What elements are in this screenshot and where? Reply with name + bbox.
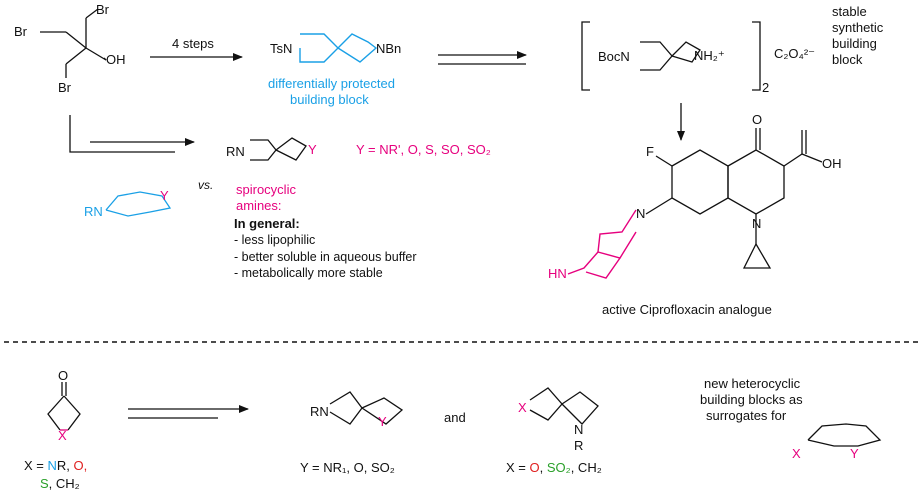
and-label: and: [444, 410, 466, 425]
sm-br-left: Br: [14, 24, 27, 39]
piperidine-rn-label: RN: [84, 204, 103, 219]
property-item: - metabolically more stable: [234, 266, 383, 280]
x2-def-ch2: , CH₂: [570, 460, 602, 475]
x2-def-comma: ,: [539, 460, 547, 475]
building-block-caption-2: building block: [290, 92, 369, 107]
bottom-spiro-rn: RN: [310, 404, 329, 419]
surrogate-x: X: [792, 446, 801, 461]
reaction-arrows: [69, 51, 685, 419]
x-def-n: N: [47, 458, 57, 473]
cipro-ring-n: N: [752, 216, 762, 231]
x-def-o: O,: [73, 458, 88, 473]
x2-def-o: O: [529, 460, 540, 475]
bottom-spiro-1-bonds: [329, 391, 404, 425]
ammonium-label: NH₂⁺: [694, 48, 725, 63]
x-def-s: S: [40, 476, 49, 491]
x-def-r: R,: [56, 458, 74, 473]
x2-def-prefix: X =: [506, 460, 530, 475]
stable-caption-4: block: [832, 52, 863, 67]
sm-br-bottom: Br: [58, 80, 71, 95]
new-blocks-caption-3: surrogates for: [706, 408, 787, 423]
piperidine-chair-bonds: [105, 191, 172, 217]
ts-amine-label: TsN: [270, 41, 293, 56]
property-list: - less lipophilic - better soluble in aq…: [234, 232, 417, 282]
boc-salt-bonds: [581, 21, 761, 91]
oxetanone-x: X: [58, 428, 67, 443]
cipro-caption: active Ciprofloxacin analogue: [602, 302, 772, 317]
bottom-spiro2-r: R: [574, 438, 584, 453]
bottom-y-definition: Y = NR₁, O, SO₂: [300, 460, 395, 475]
stable-caption-2: synthetic: [832, 20, 884, 35]
sm-hydroxyl: OH: [106, 52, 126, 67]
oxalate-label: C₂O₄²⁻: [774, 46, 816, 61]
starting-material-bonds: [40, 8, 107, 78]
cipro-hn-label: HN: [548, 266, 567, 281]
cipro-keto-o: O: [752, 112, 763, 127]
sm-br-top: Br: [96, 2, 109, 17]
new-blocks-caption-1: new heterocyclic: [704, 376, 801, 391]
versus-label: vs.: [198, 178, 214, 192]
bottom-spiro-2-bonds: [529, 387, 599, 425]
arrow-down-branch: [69, 115, 175, 153]
x-def-prefix: X =: [24, 458, 48, 473]
bn-amine-label: NBn: [376, 41, 402, 56]
building-block-caption-1: differentially protected: [268, 76, 395, 91]
new-blocks-caption-2: building blocks as: [700, 392, 803, 407]
cipro-azetidine-n: N: [636, 206, 646, 221]
surrogate-chair-bonds: [807, 423, 882, 447]
x-definition-line2: S, CH₂: [40, 476, 80, 491]
spiro-caption-1: spirocyclic: [236, 182, 296, 197]
cipro-acid-oh: OH: [822, 156, 842, 171]
spiro-y-label: Y: [308, 142, 317, 157]
oxetanone-o: O: [58, 368, 69, 383]
stable-caption-3: building: [832, 36, 877, 51]
bottom-spiro2-x: X: [518, 400, 527, 415]
steps-label: 4 steps: [172, 36, 214, 51]
spiro-amine-bonds: [250, 137, 307, 161]
x2-def-so2: SO₂: [546, 460, 571, 475]
spiro-caption-2: amines:: [236, 198, 282, 213]
x2-definition: X = O, SO₂, CH₂: [506, 460, 602, 475]
spiro-building-block-bonds: [299, 33, 378, 63]
y-definition: Y = NR', O, S, SO, SO₂: [356, 142, 491, 157]
x-def-ch2: , CH₂: [48, 476, 80, 491]
in-general-heading: In general:: [234, 216, 300, 231]
oxetanone-bonds: [47, 382, 81, 431]
boc-amine-label: BocN: [598, 49, 630, 64]
cipro-bonds: [645, 128, 823, 269]
property-item: - less lipophilic: [234, 233, 316, 247]
bottom-spiro2-n: N: [574, 422, 584, 437]
x-definition-line1: X = NR, O,: [24, 458, 87, 473]
bottom-spiro-y: Y: [378, 414, 387, 429]
stoich-subscript: 2: [762, 80, 770, 95]
surrogate-y: Y: [850, 446, 859, 461]
stable-caption-1: stable: [832, 4, 867, 19]
spiro-rn-label: RN: [226, 144, 245, 159]
cipro-fluorine: F: [646, 144, 654, 159]
cipro-spiro-amine-bonds: [567, 209, 637, 279]
piperidine-y-label: Y: [160, 188, 169, 203]
property-item: - better soluble in aqueous buffer: [234, 249, 417, 264]
